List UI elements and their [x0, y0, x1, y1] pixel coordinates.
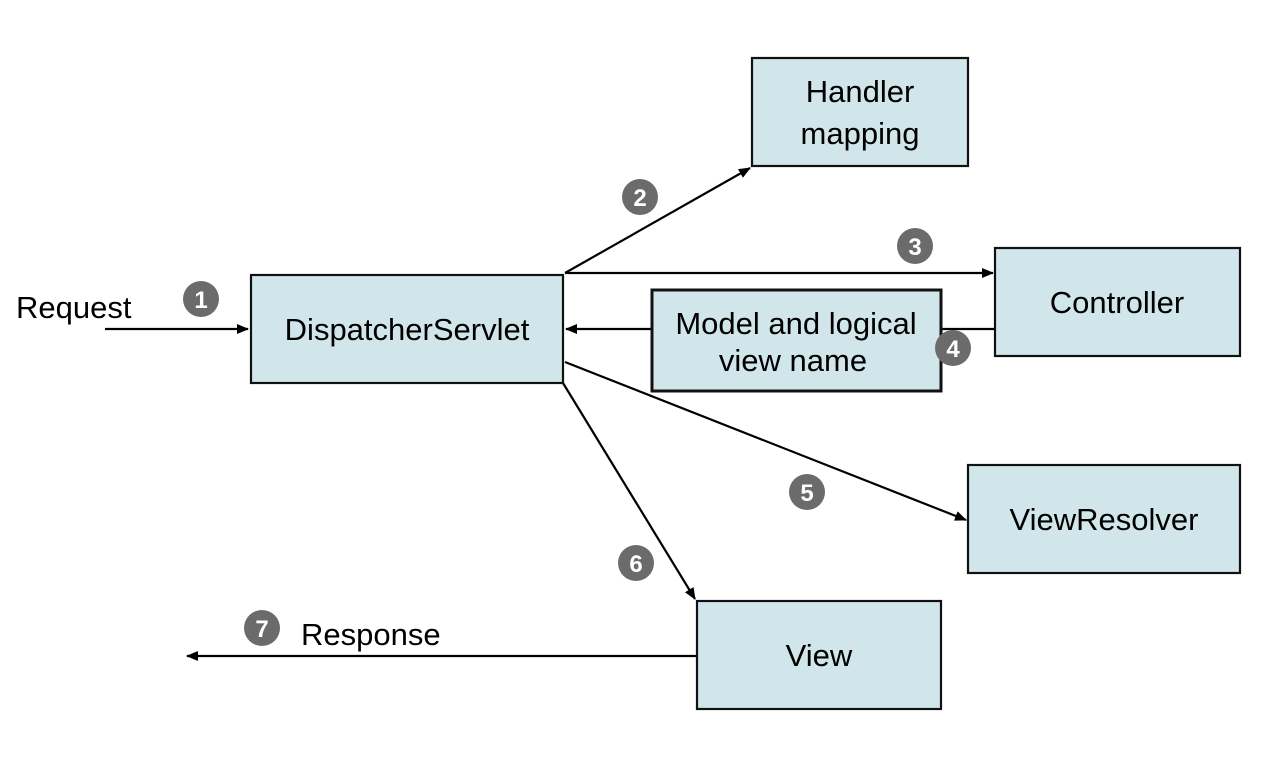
handler-mapping-node: Handler mapping — [750, 56, 970, 168]
step-number-4: 4 — [946, 336, 960, 363]
view-node: View — [695, 599, 943, 711]
step-badge-4: 4 — [935, 330, 971, 366]
step-number-2: 2 — [633, 185, 646, 212]
step-badge-2: 2 — [622, 179, 658, 215]
step-badge-7: 7 — [244, 610, 280, 646]
model-label-line1: Model and logical — [675, 306, 916, 341]
dispatcher-to-view-arrow — [562, 382, 696, 600]
handler-mapping-label-line1: Handler — [806, 74, 915, 109]
step-badge-3: 3 — [897, 228, 933, 264]
view-resolver-label: ViewResolver — [1010, 502, 1199, 537]
step-badge-6: 6 — [618, 545, 654, 581]
controller-label: Controller — [1050, 285, 1184, 320]
model-label-line2: view name — [719, 343, 867, 378]
view-label: View — [786, 638, 853, 673]
step-number-7: 7 — [255, 616, 268, 643]
request-label: Request — [16, 290, 132, 325]
controller-node: Controller — [993, 246, 1242, 358]
dispatcher-servlet-label: DispatcherServlet — [285, 312, 530, 347]
dispatcher-to-viewresolver-arrow — [564, 360, 967, 522]
step-badge-5: 5 — [789, 474, 825, 510]
step-badge-1: 1 — [183, 281, 219, 317]
response-label: Response — [301, 617, 441, 652]
step-number-1: 1 — [194, 287, 207, 314]
model-and-view-name-node: Model and logical view name — [650, 288, 943, 393]
view-resolver-node: ViewResolver — [966, 463, 1242, 575]
dispatcher-to-handler-arrow — [564, 167, 751, 274]
step-number-5: 5 — [800, 480, 813, 507]
handler-mapping-label-line2: mapping — [801, 116, 920, 151]
dispatcher-servlet-node: DispatcherServlet — [249, 273, 565, 385]
step-number-6: 6 — [629, 551, 642, 578]
step-number-3: 3 — [908, 234, 921, 261]
